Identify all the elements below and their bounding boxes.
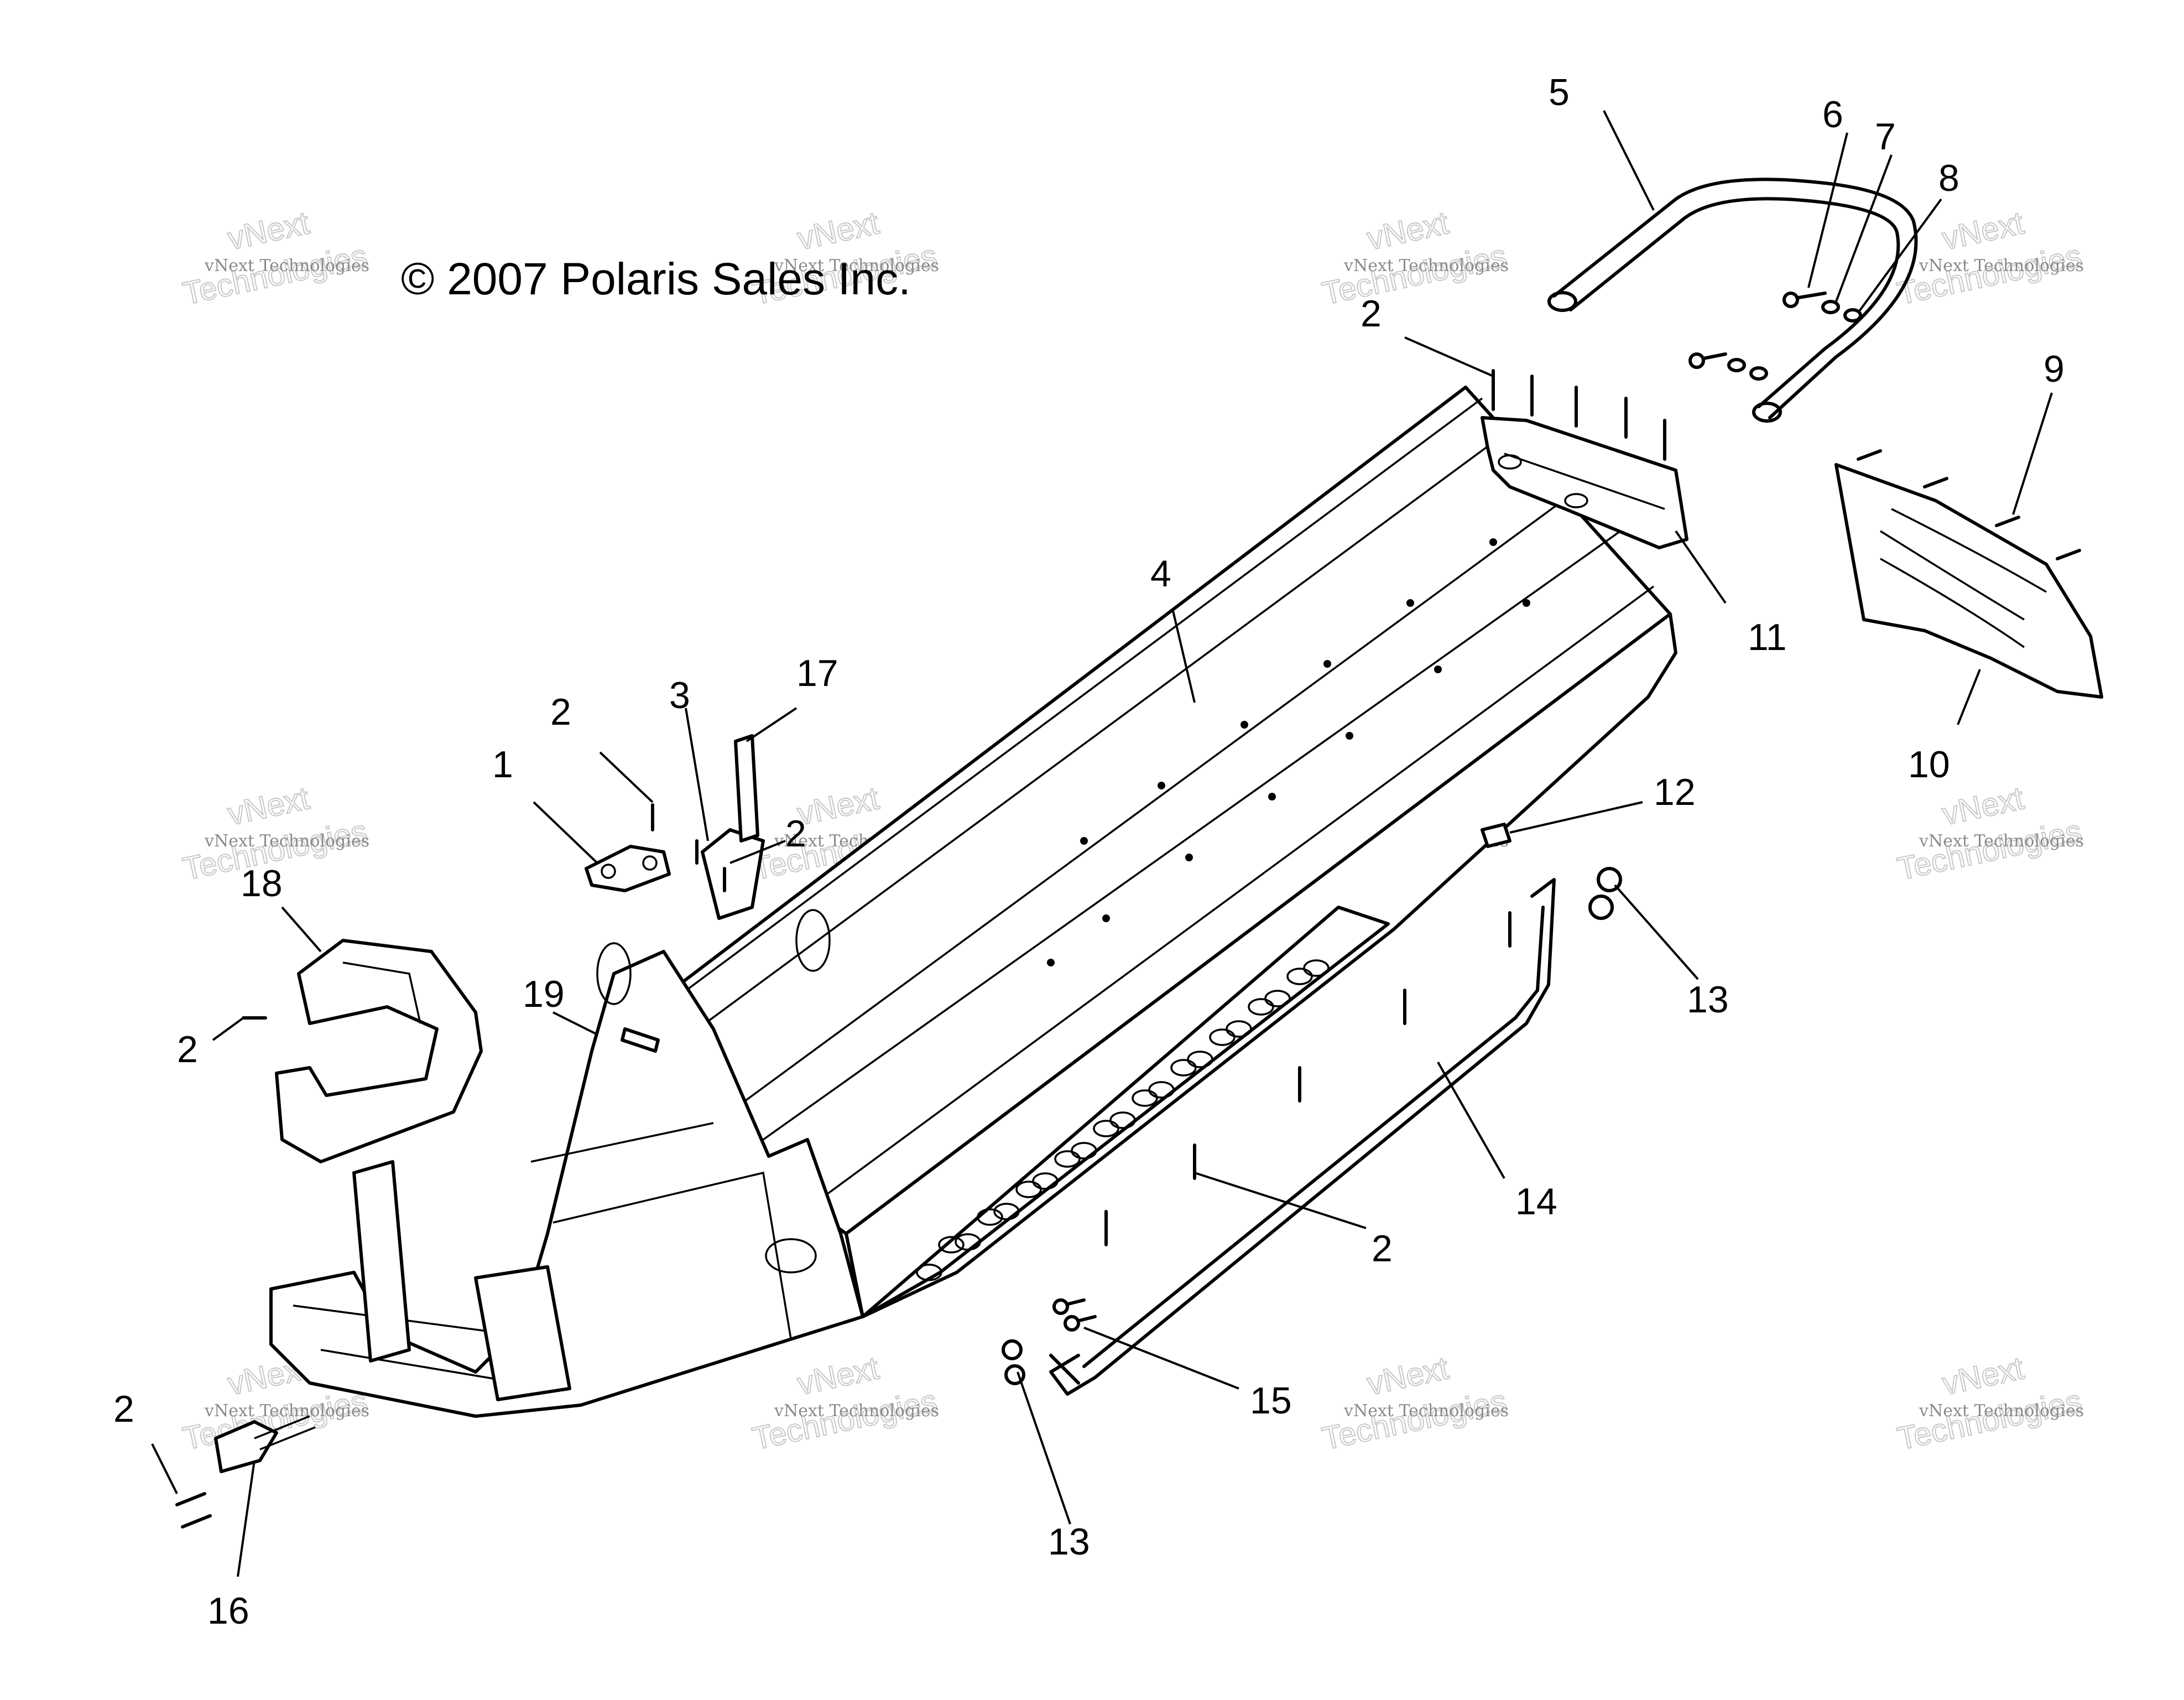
copyright-notice: © 2007 Polaris Sales Inc. xyxy=(401,254,911,304)
watermark-11: vNext Technologies vNext Technologies xyxy=(1318,1349,1510,1457)
part-2-screws[interactable] xyxy=(175,369,1666,1529)
svg-text:vNext Technologies: vNext Technologies xyxy=(1919,1401,2084,1421)
callout-2-e: 2 xyxy=(1372,1228,1393,1270)
part-12-clip[interactable] xyxy=(1481,823,1511,848)
svg-text:vNext: vNext xyxy=(1939,1350,2027,1402)
svg-text:vNext: vNext xyxy=(225,205,312,257)
part-17-strap[interactable] xyxy=(734,734,759,843)
part-18-steering-support[interactable] xyxy=(275,939,483,1163)
callout-5: 5 xyxy=(1549,71,1570,113)
watermark-12: vNext Technologies vNext Technologies xyxy=(1894,1349,2086,1457)
svg-text:vNext Technologies: vNext Technologies xyxy=(774,1401,939,1421)
callout-13-a: 13 xyxy=(1687,979,1729,1021)
callout-13-b: 13 xyxy=(1048,1521,1090,1563)
callout-1: 1 xyxy=(492,744,513,786)
callout-2-f: 2 xyxy=(113,1388,134,1430)
callout-16: 16 xyxy=(207,1590,249,1632)
callout-4: 4 xyxy=(1150,553,1171,595)
callout-19: 19 xyxy=(523,973,565,1015)
watermark-10: vNext Technologies vNext Technologies xyxy=(749,1349,941,1457)
watermark-1: vNext Technologies vNext Technologies xyxy=(179,204,371,312)
callout-14: 14 xyxy=(1515,1181,1557,1223)
svg-text:vNext Technologies: vNext Technologies xyxy=(1343,256,1509,275)
watermark-3: vNext Technologies vNext Technologies xyxy=(1318,204,1510,312)
callout-labels: 1 2 3 17 2 18 2 19 4 5 6 7 8 2 9 11 10 1… xyxy=(113,71,2065,1632)
svg-text:vNext: vNext xyxy=(1364,1350,1452,1402)
callout-10: 10 xyxy=(1908,744,1950,786)
watermark-8: vNext Technologies vNext Technologies xyxy=(1894,779,2086,887)
deck-rivets xyxy=(1047,538,1530,966)
svg-text:vNext Technologies: vNext Technologies xyxy=(774,256,939,275)
leader-lines xyxy=(151,110,2053,1577)
svg-text:vNext: vNext xyxy=(794,205,882,257)
callout-2-a: 2 xyxy=(550,691,571,733)
callout-12: 12 xyxy=(1654,771,1696,813)
svg-text:vNext Technologies: vNext Technologies xyxy=(204,831,369,851)
svg-text:vNext: vNext xyxy=(794,780,882,832)
svg-text:vNext Technologies: vNext Technologies xyxy=(204,256,369,275)
part-6-bolt[interactable] xyxy=(1688,292,1827,369)
svg-text:vNext Technologies: vNext Technologies xyxy=(204,1401,369,1421)
svg-text:vNext: vNext xyxy=(225,780,312,832)
tunnel-chassis[interactable] xyxy=(590,386,1677,1318)
part-16-bumper[interactable] xyxy=(214,1415,316,1473)
svg-text:vNext Technologies: vNext Technologies xyxy=(1919,256,2084,275)
callout-18: 18 xyxy=(241,862,283,904)
callout-2-c: 2 xyxy=(177,1028,198,1070)
svg-text:vNext Technologies: vNext Technologies xyxy=(1343,1401,1509,1421)
svg-text:vNext Technologies: vNext Technologies xyxy=(1919,831,2084,851)
part-3-bracket[interactable] xyxy=(701,828,765,920)
part-15-bolts[interactable] xyxy=(1052,1298,1097,1332)
part-14-bar[interactable] xyxy=(1049,878,1556,1396)
callout-11: 11 xyxy=(1748,616,1787,658)
part-1-bracket[interactable] xyxy=(585,845,671,892)
part-19-fastener[interactable] xyxy=(621,1027,660,1053)
part-8-washer[interactable] xyxy=(1749,308,1862,381)
svg-text:vNext: vNext xyxy=(1939,205,2027,257)
part-5-grab-bar[interactable] xyxy=(1547,178,1918,423)
callout-2-d: 2 xyxy=(1361,293,1382,335)
callout-15: 15 xyxy=(1250,1380,1292,1422)
svg-text:vNext: vNext xyxy=(1939,780,2027,832)
callout-9: 9 xyxy=(2044,348,2065,390)
callout-17: 17 xyxy=(796,652,838,694)
front-bulkhead[interactable] xyxy=(269,909,864,1418)
part-13-nuts-upper[interactable] xyxy=(1588,867,1622,920)
svg-text:vNext: vNext xyxy=(794,1350,882,1402)
callout-2-b: 2 xyxy=(785,813,806,855)
part-13-nuts-lower[interactable] xyxy=(1002,1339,1025,1385)
callout-6: 6 xyxy=(1822,93,1843,136)
running-board-holes xyxy=(916,959,1330,1281)
watermark-4: vNext Technologies vNext Technologies xyxy=(1894,204,2086,312)
part-9-pins[interactable] xyxy=(1857,449,2081,560)
svg-text:vNext: vNext xyxy=(1364,205,1452,257)
part-10-snow-flap[interactable] xyxy=(1834,463,2103,699)
part-7-washer[interactable] xyxy=(1727,300,1840,372)
callout-3: 3 xyxy=(669,674,690,716)
part-11-rear-bracket[interactable] xyxy=(1481,416,1688,549)
callout-7: 7 xyxy=(1875,116,1896,158)
callout-8: 8 xyxy=(1938,157,1959,199)
